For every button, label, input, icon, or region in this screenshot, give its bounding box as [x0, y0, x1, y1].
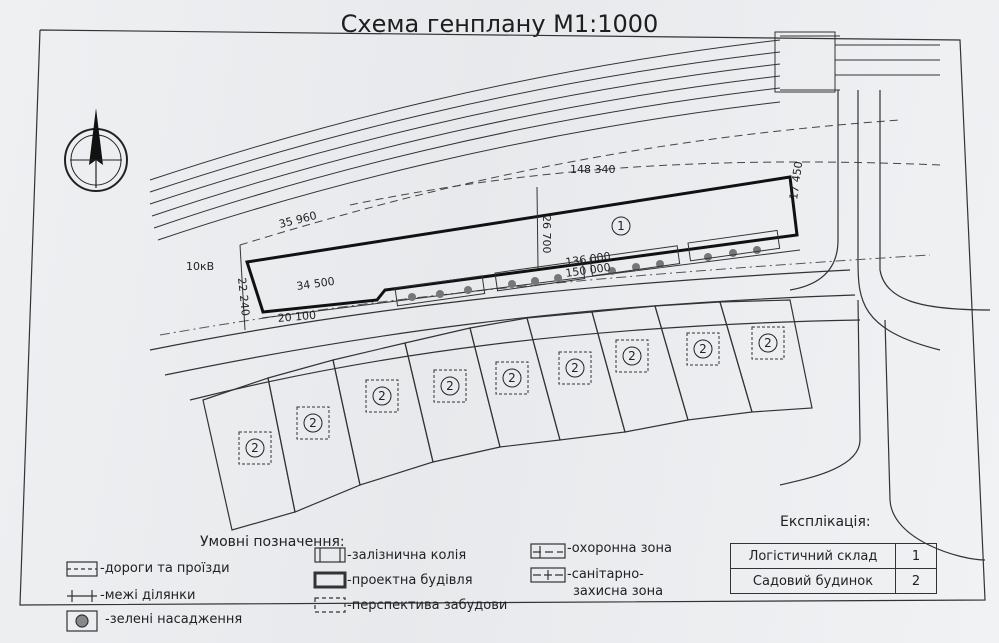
legend-greenery: -зелені насадження	[105, 612, 243, 627]
legend-roads: -дороги та проїзди	[100, 561, 230, 576]
legend-project-building: -проектна будівля	[347, 573, 473, 588]
house-marker-label: 2	[508, 371, 516, 385]
dimension-label: 10кВ	[186, 260, 214, 273]
house-marker	[303, 413, 323, 433]
table-row: Садовий будинок 2	[730, 568, 937, 594]
legend-sanitary-zone-line2: захисна зона	[573, 584, 664, 599]
future-building-outline	[495, 361, 529, 395]
dimension-label: 136 000	[565, 250, 612, 269]
green-plots-row	[394, 229, 781, 307]
legend-title: Умовні позначення:	[200, 534, 345, 550]
house-marker	[565, 358, 585, 378]
legend-railway: -залізнична колія	[347, 548, 467, 563]
legend-protection-zone: -охоронна зона	[567, 541, 672, 556]
house-marker-label: 2	[309, 416, 317, 430]
house-marker-label: 2	[628, 349, 636, 363]
plot-boundary	[239, 244, 801, 331]
house-marker	[440, 376, 460, 396]
garden-plots	[202, 299, 813, 531]
legend-future-building: -перспектива забудови	[347, 598, 508, 613]
dimension-label: 26 700	[540, 215, 553, 254]
house-marker	[622, 346, 642, 366]
explication-title: Експлікація:	[780, 514, 871, 530]
house-marker	[372, 386, 392, 406]
dimension-label: 20 100	[277, 309, 316, 325]
dimension-label: 35 960	[278, 209, 319, 231]
dimension-label: 22 240	[235, 277, 252, 317]
explication-number: 1	[895, 543, 937, 569]
future-building-outline	[686, 332, 720, 366]
north-arrow-icon	[64, 108, 128, 192]
legend-sanitary-zone: -санітарно-	[567, 567, 644, 582]
explication-name: Логістичний склад	[730, 543, 896, 569]
dimension-label: 150 000	[565, 261, 612, 280]
table-row: Логістичний склад 1	[730, 543, 937, 569]
protection-zone-line	[239, 119, 941, 246]
dimension-label: 148 340	[570, 163, 616, 176]
house-marker-label: 2	[571, 361, 579, 375]
house-marker-label: 2	[699, 342, 707, 356]
house-marker	[502, 368, 522, 388]
drawing-frame	[19, 29, 986, 606]
future-building-outline	[365, 379, 399, 413]
building-marker-1	[611, 216, 631, 236]
dimension-label: 17 450	[787, 160, 805, 200]
future-building-outline	[615, 339, 649, 373]
future-building-outline	[296, 406, 330, 440]
explication-table: Логістичний склад 1 Садовий будинок 2	[730, 543, 937, 594]
legend-symbols	[66, 543, 566, 632]
explication-name: Садовий будинок	[730, 568, 896, 594]
house-marker-label: 2	[378, 389, 386, 403]
railway-tracks	[149, 31, 940, 241]
house-marker	[693, 339, 713, 359]
road-east	[779, 90, 991, 561]
future-building-outline	[433, 369, 467, 403]
future-building-outline	[238, 431, 272, 465]
house-marker-label: 2	[446, 379, 454, 393]
house-marker-label: 2	[764, 336, 772, 350]
building-marker-label: 1	[617, 219, 625, 233]
house-marker	[758, 333, 778, 353]
explication-number: 2	[895, 568, 937, 594]
sanitary-zone-line	[159, 254, 931, 336]
future-building-outline	[751, 326, 785, 360]
future-building-outline	[558, 351, 592, 385]
house-marker-label: 2	[251, 441, 259, 455]
legend-boundaries: -межі ділянки	[100, 588, 196, 603]
house-marker	[245, 438, 265, 458]
project-building-outline	[245, 175, 799, 314]
house-markers: 2 2 2 2 2 2 2 2 2	[238, 326, 785, 465]
dimension-label: 34 500	[296, 275, 336, 293]
